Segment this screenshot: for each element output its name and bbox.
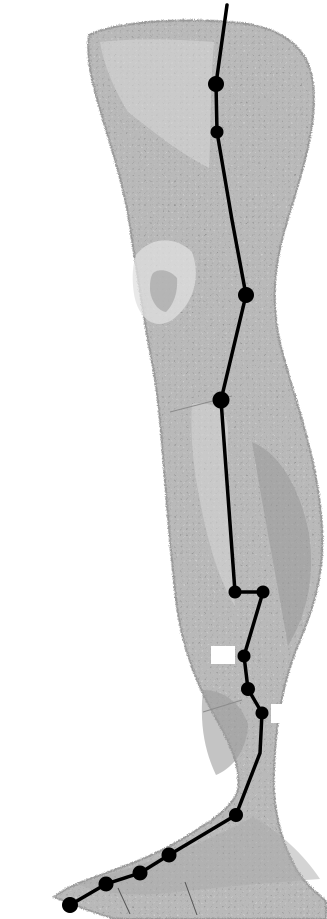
meridian-point-9 (256, 707, 269, 720)
meridian-point-3 (238, 287, 254, 303)
meridian-point-1 (208, 76, 224, 92)
label-box-left (211, 646, 235, 664)
meridian-point-8 (241, 682, 255, 696)
meridian-point-12 (133, 866, 148, 881)
meridian-point-10 (229, 808, 243, 822)
meridian-point-13 (99, 877, 114, 892)
meridian-point-11 (162, 848, 177, 863)
meridian-point-7 (238, 650, 251, 663)
meridian-point-2 (211, 126, 224, 139)
label-box-right (271, 704, 294, 723)
meridian-point-4 (213, 392, 230, 409)
meridian-point-6 (257, 586, 270, 599)
meridian-point-5 (229, 586, 242, 599)
meridian-point-14 (62, 897, 78, 913)
